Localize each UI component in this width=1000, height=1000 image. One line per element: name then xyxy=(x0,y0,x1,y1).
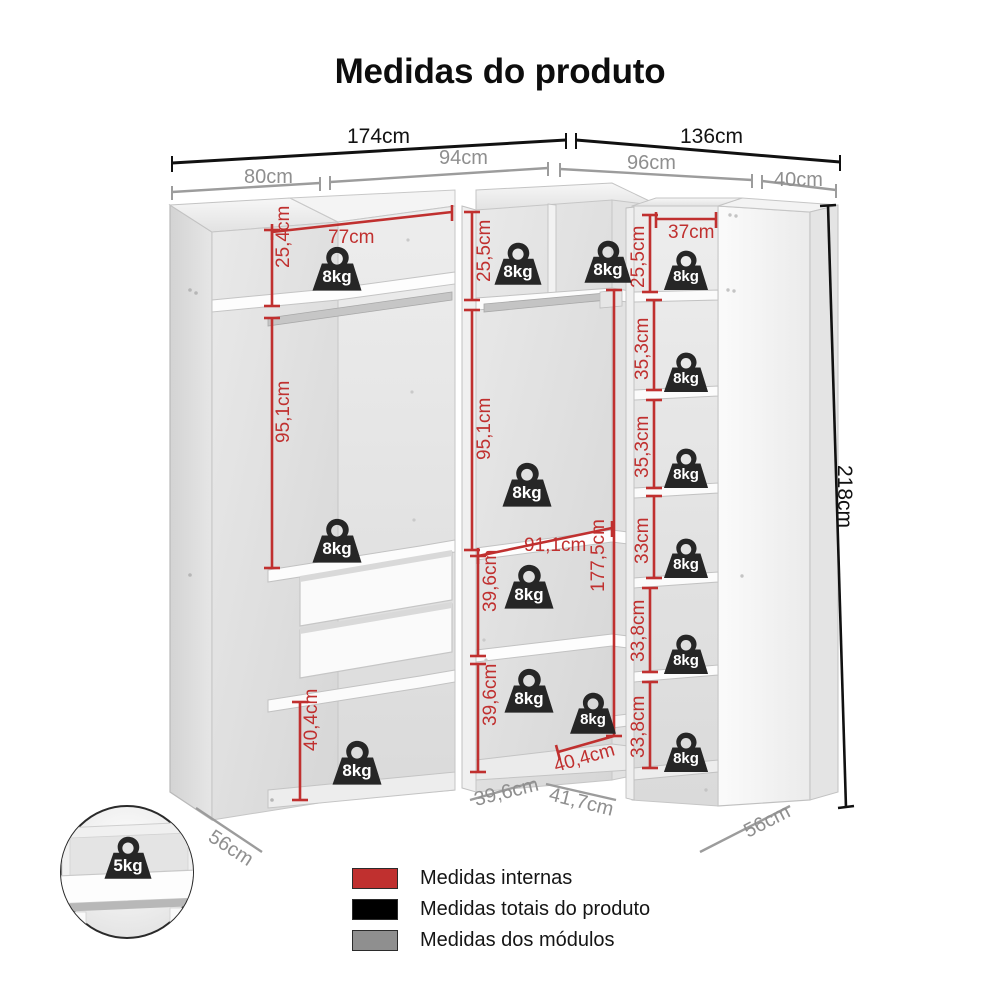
badge-right-shelf-3: 8kg xyxy=(663,448,709,488)
svg-text:8kg: 8kg xyxy=(514,689,543,708)
label-396cm-lower: 39,6cm xyxy=(480,664,501,726)
label-174cm: 174cm xyxy=(347,125,410,148)
legend-item-total: Medidas totais do produto xyxy=(352,894,650,925)
badge-center-top-right: 8kg xyxy=(584,240,632,283)
badge-left-mid-shelf: 8kg xyxy=(312,518,362,563)
badge-center-mid-shelf: 8kg xyxy=(502,462,552,507)
badge-right-shelf-6: 8kg xyxy=(663,732,709,772)
label-404cm-left: 40,4cm xyxy=(301,689,322,751)
left-module xyxy=(168,189,456,822)
svg-text:8kg: 8kg xyxy=(514,585,543,604)
label-depth-right-56cm: 56cm xyxy=(740,801,794,843)
svg-text:8kg: 8kg xyxy=(673,556,699,573)
label-218cm: 218cm xyxy=(833,465,856,528)
label-951cm-left: 95,1cm xyxy=(273,381,294,443)
svg-text:8kg: 8kg xyxy=(503,262,532,281)
label-40cm: 40cm xyxy=(774,169,823,191)
label-37cm: 37cm xyxy=(668,222,714,243)
legend-label-module: Medidas dos módulos xyxy=(420,929,615,951)
legend: Medidas internas Medidas totais do produ… xyxy=(352,863,650,956)
label-255cm-center: 25,5cm xyxy=(474,220,495,282)
label-depth-corner-417cm: 41,7cm xyxy=(547,784,616,821)
badge-drawer-5kg: 5kg xyxy=(104,836,152,879)
svg-text:8kg: 8kg xyxy=(593,260,622,279)
svg-text:8kg: 8kg xyxy=(512,483,541,502)
badge-center-top-left: 8kg xyxy=(494,242,542,285)
legend-swatch-internal xyxy=(352,868,398,889)
internal-dims-center xyxy=(464,210,622,774)
legend-label-internal: Medidas internas xyxy=(420,867,573,889)
label-911cm: 91,1cm xyxy=(524,535,586,556)
legend-swatch-total xyxy=(352,899,398,920)
label-136cm: 136cm xyxy=(680,125,743,148)
svg-text:8kg: 8kg xyxy=(580,711,606,728)
legend-swatch-module xyxy=(352,930,398,951)
legend-item-module: Medidas dos módulos xyxy=(352,925,650,956)
right-column-module xyxy=(625,197,839,807)
badge-right-shelf-5: 8kg xyxy=(663,634,709,674)
label-94cm: 94cm xyxy=(439,147,488,169)
legend-item-internal: Medidas internas xyxy=(352,863,650,894)
internal-dims-right xyxy=(642,212,718,770)
svg-text:8kg: 8kg xyxy=(322,539,351,558)
label-1775cm: 177,5cm xyxy=(588,519,609,592)
label-96cm: 96cm xyxy=(627,152,676,174)
badge-left-top-shelf: 8kg xyxy=(312,246,362,291)
svg-text:8kg: 8kg xyxy=(342,761,371,780)
drawer-detail-inset: 5kg xyxy=(60,805,194,939)
internal-dims-left xyxy=(264,205,454,802)
badge-right-shelf-1: 8kg xyxy=(663,250,709,290)
module-depth-lines xyxy=(195,780,791,854)
svg-text:8kg: 8kg xyxy=(322,267,351,286)
page-title: Medidas do produto xyxy=(334,52,666,91)
total-dimension-ticks xyxy=(171,133,841,172)
label-396cm-upper: 39,6cm xyxy=(480,550,501,612)
label-80cm: 80cm xyxy=(244,166,293,188)
svg-text:8kg: 8kg xyxy=(673,652,699,669)
badge-corner-bottom-shelf: 8kg xyxy=(570,692,616,734)
badge-center-lower-shelf: 8kg xyxy=(504,564,554,609)
badge-left-bottom-shelf: 8kg xyxy=(332,740,382,785)
svg-text:8kg: 8kg xyxy=(673,268,699,285)
label-951cm-center: 95,1cm xyxy=(474,398,495,460)
label-33cm: 33cm xyxy=(632,518,653,564)
label-338cm-a: 33,8cm xyxy=(628,600,649,662)
total-dimension-lines xyxy=(171,138,841,165)
badge-center-bottom-shelf: 8kg xyxy=(504,668,554,713)
module-dimension-ticks xyxy=(171,162,837,200)
height-dimension-line xyxy=(819,203,855,810)
svg-text:8kg: 8kg xyxy=(673,370,699,387)
label-254cm: 25,4cm xyxy=(273,206,294,268)
label-338cm-b: 33,8cm xyxy=(628,696,649,758)
label-77cm: 77cm xyxy=(328,227,374,248)
svg-text:5kg: 5kg xyxy=(113,856,142,875)
legend-label-total: Medidas totais do produto xyxy=(420,898,651,920)
label-353cm-a: 35,3cm xyxy=(632,318,653,380)
badge-right-shelf-4: 8kg xyxy=(663,538,709,578)
badge-right-shelf-2: 8kg xyxy=(663,352,709,392)
svg-text:8kg: 8kg xyxy=(673,466,699,483)
label-255cm-right: 25,5cm xyxy=(628,226,649,288)
svg-text:8kg: 8kg xyxy=(673,750,699,767)
module-dimension-lines xyxy=(171,166,837,194)
label-353cm-b: 35,3cm xyxy=(632,416,653,478)
load-badges: 8kg 8kg 8kg 8kg 8kg 8kg 8kg 8kg 8kg 8kg … xyxy=(312,240,709,785)
